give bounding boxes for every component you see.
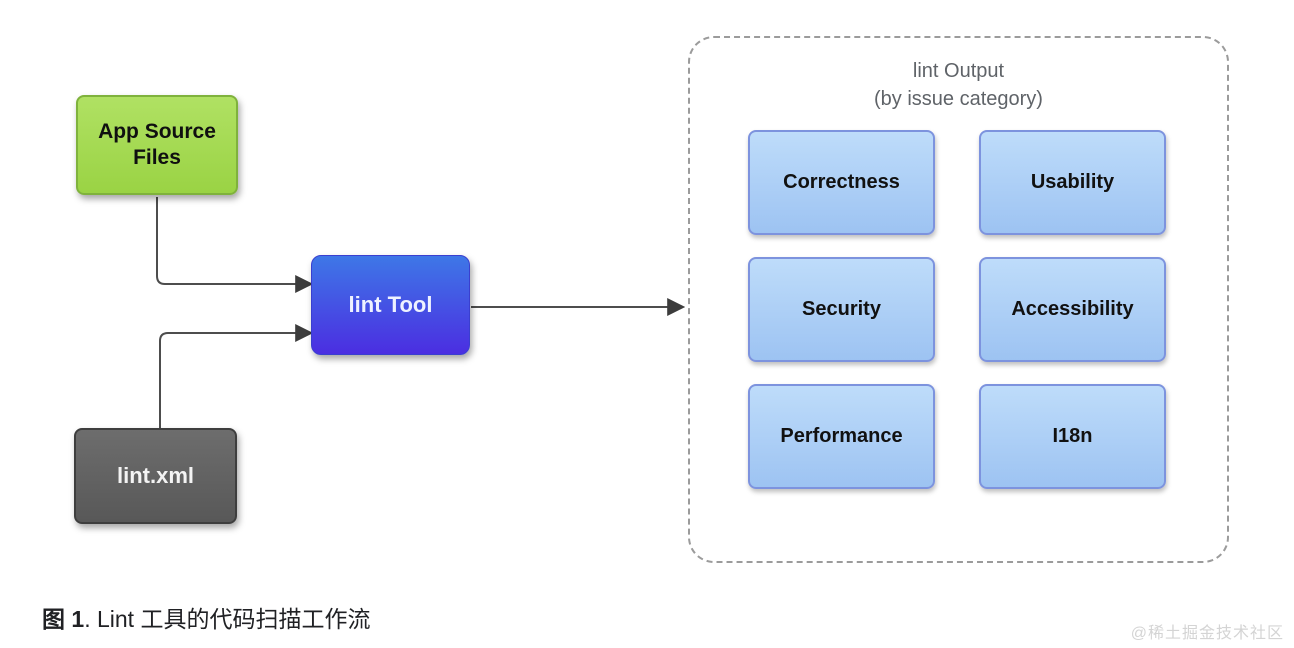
edge-app-source-to-lint-tool — [156, 197, 314, 293]
category-security-label: Security — [802, 298, 881, 320]
category-i18n-label: I18n — [1052, 425, 1093, 447]
figure-caption: 图 1. Lint 工具的代码扫描工作流 — [42, 600, 370, 634]
category-accessibility: Accessibility — [979, 257, 1166, 362]
node-app-source-files-label: App Source Files — [98, 119, 216, 169]
watermark: @稀土掘金技术社区 — [1130, 625, 1284, 642]
category-performance: Performance — [748, 384, 935, 489]
group-title-line1: lint Output — [912, 60, 1005, 82]
category-security: Security — [748, 257, 935, 362]
category-usability: Usability — [979, 130, 1166, 235]
category-performance-label: Performance — [780, 425, 903, 447]
category-correctness-label: Correctness — [783, 171, 900, 193]
edge-lint-xml-to-lint-tool — [159, 324, 314, 428]
category-i18n: I18n — [979, 384, 1166, 489]
lint-output-group: lint Output (by issue category) Correctn… — [688, 36, 1229, 563]
figure-caption-text: . Lint 工具的代码扫描工作流 — [84, 606, 371, 632]
node-app-source-files: App Source Files — [76, 95, 238, 195]
category-usability-label: Usability — [1030, 171, 1115, 193]
category-grid: Correctness Usability Security Accessibi… — [748, 130, 1166, 489]
node-lint-tool-label: lint Tool — [348, 292, 433, 317]
node-lint-xml-label: lint.xml — [116, 463, 194, 488]
lint-output-group-title: lint Output (by issue category) — [690, 57, 1227, 114]
category-accessibility-label: Accessibility — [1011, 298, 1134, 320]
node-lint-xml: lint.xml — [74, 428, 237, 524]
category-correctness: Correctness — [748, 130, 935, 235]
node-lint-tool: lint Tool — [311, 255, 470, 355]
figure-caption-label: 图 1 — [42, 606, 85, 632]
group-title-line2: (by issue category) — [874, 88, 1043, 111]
